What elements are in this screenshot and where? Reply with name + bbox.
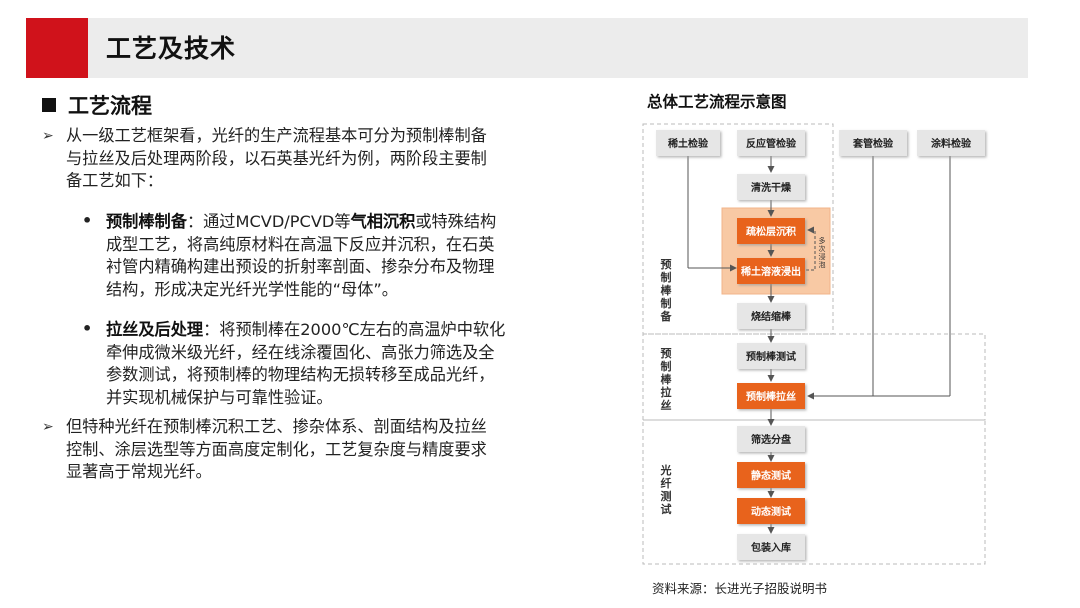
repeat-loop-line [806, 226, 816, 271]
box-rare-earth-inspection [656, 130, 720, 156]
intro-line: 与拉丝及后处理两阶段，以石英基光纤为例，两阶段主要制 [66, 148, 487, 168]
box-coating-inspection [917, 130, 985, 156]
drawing-text: ：将预制棒在2000℃左右的高温炉中软化 [203, 320, 506, 339]
box-packaging [737, 534, 805, 560]
intro-line: 备工艺如下： [66, 171, 164, 190]
section-heading: 工艺流程 [42, 90, 152, 120]
drawing-label: 拉丝及后处理 [106, 320, 204, 339]
box-clean-dry [737, 174, 805, 200]
preform-line: 成型工艺，将高纯原材料在高温下反应并沉积，在石英 [106, 234, 495, 254]
stage-label-testing: 光纤测试 [660, 463, 672, 516]
box-label: 稀土溶液浸出 [741, 265, 801, 278]
header-bar [26, 18, 1028, 78]
preform-paragraph: 预制棒制备：通过MCVD/PCVD等气相沉积或特殊结构 成型工艺，将高纯原材料在… [106, 211, 496, 301]
preform-keyword: 气相沉积 [350, 212, 416, 231]
preform-text: ：通过MCVD/PCVD等 [186, 212, 351, 231]
preform-text: 或特殊结构 [415, 212, 497, 231]
drawing-line: 参数测试，将预制棒的物理结构无损转移至成品光纤， [106, 365, 495, 384]
preform-line: 衬管内精确构建出预设的折射率剖面、掺杂分布及物理 [106, 257, 495, 276]
page-title: 工艺及技术 [106, 34, 237, 63]
dot-bullet-icon: • [82, 319, 93, 338]
box-label: 预制棒拉丝 [746, 390, 796, 403]
box-sinter [737, 303, 805, 329]
stage-frame-drawing [642, 333, 986, 421]
box-dynamic-test [737, 498, 805, 524]
header-accent-block [26, 18, 88, 78]
box-label: 动态测试 [751, 505, 791, 518]
intro-line: 从一级工艺框架看，光纤的生产流程基本可分为预制棒制备 [66, 126, 487, 145]
special-paragraph: 但特种光纤在预制棒沉积工艺、掺杂体系、剖面结构及拉丝 控制、涂层选型等方面高度定… [66, 416, 487, 484]
box-label: 烧结缩棒 [751, 310, 792, 323]
box-reaction-tube-inspection [737, 130, 805, 156]
box-deposition [737, 218, 805, 244]
arrow-bullet-icon: ➢ [42, 128, 54, 144]
diagram-title: 总体工艺流程示意图 [647, 93, 787, 111]
special-line: 显著高于常规光纤。 [66, 462, 212, 481]
box-label: 稀土检验 [668, 137, 709, 150]
stage-label-preform: 预制棒制备 [660, 257, 673, 323]
section-title: 工艺流程 [68, 94, 152, 118]
repeat-label: 多次浸泡 [819, 236, 826, 269]
drawing-first-line: 拉丝及后处理：将预制棒在2000℃左右的高温炉中软化 [106, 319, 505, 342]
stage-frame-preform [642, 123, 834, 335]
box-label: 反应管检验 [746, 137, 797, 150]
box-label: 疏松层沉积 [746, 225, 796, 238]
box-static-test [737, 462, 805, 488]
square-bullet-icon [42, 98, 56, 112]
preform-line: 结构，形成决定光纤光学性能的“母体”。 [106, 279, 398, 299]
drawing-paragraph: 拉丝及后处理：将预制棒在2000℃左右的高温炉中软化 牵伸成微米级光纤，经在线涂… [106, 319, 505, 409]
preform-label: 预制棒制备 [106, 212, 187, 231]
special-line: 控制、涂层选型等方面高度定制化，工艺复杂度与精度要求 [66, 439, 487, 459]
box-label: 静态测试 [751, 469, 791, 482]
source-note: 资料来源：长进光子招股说明书 [652, 581, 828, 596]
box-label: 清洗干燥 [751, 181, 792, 194]
stage-frame-testing [642, 419, 986, 565]
dot-bullet-icon: • [82, 211, 93, 230]
arrow-bullet-icon: ➢ [42, 419, 54, 435]
box-label: 涂料检验 [931, 137, 972, 150]
special-line: 但特种光纤在预制棒沉积工艺、掺杂体系、剖面结构及拉丝 [66, 417, 487, 436]
box-sleeve-inspection [839, 130, 907, 156]
box-solution-soak [737, 258, 805, 284]
stage-label-drawing: 预制棒拉丝 [661, 346, 673, 412]
drawing-line: 并实现机械保护与可靠性验证。 [106, 387, 333, 407]
intro-paragraph: 从一级工艺框架看，光纤的生产流程基本可分为预制棒制备 与拉丝及后处理两阶段，以石… [66, 125, 487, 193]
box-screening [737, 426, 805, 452]
preform-first-line: 预制棒制备：通过MCVD/PCVD等气相沉积或特殊结构 [106, 211, 496, 234]
drawing-line: 牵伸成微米级光纤，经在线涂覆固化、高张力筛选及全 [106, 342, 495, 362]
box-label: 筛选分盘 [751, 433, 791, 446]
box-label: 预制棒测试 [746, 350, 796, 363]
box-preform-draw [737, 383, 805, 409]
box-preform-test [737, 343, 805, 369]
box-label: 包装入库 [751, 541, 791, 554]
box-label: 套管检验 [852, 137, 894, 150]
